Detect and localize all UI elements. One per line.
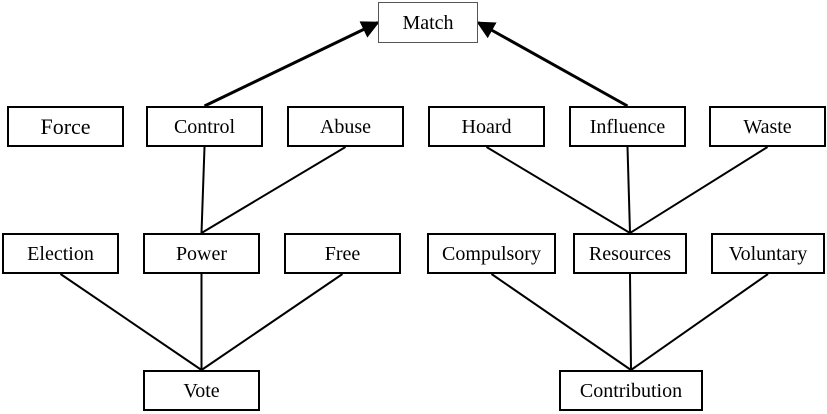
- edge-vote-to-free: [200, 273, 344, 371]
- edge-contribution-to-resources: [629, 273, 632, 371]
- node-waste: Waste: [709, 106, 826, 147]
- node-match: Match: [378, 2, 478, 43]
- node-resources: Resources: [573, 233, 687, 274]
- node-resources-label: Resources: [588, 242, 672, 265]
- node-force-label: Force: [40, 113, 91, 139]
- edge-influence-to-match: [476, 21, 629, 108]
- edge-power-to-abuse: [200, 146, 347, 234]
- node-contribution-label: Contribution: [579, 379, 683, 402]
- node-election-label: Election: [27, 242, 94, 265]
- node-compulsory-label: Compulsory: [442, 242, 541, 265]
- node-election: Election: [2, 233, 119, 274]
- node-voluntary: Voluntary: [711, 233, 825, 274]
- edge-resources-to-hoard: [485, 146, 631, 234]
- node-free: Free: [284, 233, 401, 274]
- node-abuse: Abuse: [287, 106, 404, 147]
- node-power: Power: [143, 233, 260, 274]
- node-power-label: Power: [175, 242, 228, 265]
- node-vote-label: Vote: [183, 379, 220, 402]
- node-waste-label: Waste: [743, 115, 792, 138]
- node-influence: Influence: [569, 106, 686, 147]
- node-control: Control: [146, 106, 263, 147]
- node-abuse-label: Abuse: [319, 115, 372, 138]
- node-vote: Vote: [143, 370, 260, 411]
- edge-contribution-to-voluntary: [630, 273, 769, 371]
- edge-resources-to-waste: [629, 146, 769, 234]
- edge-contribution-to-compulsory: [490, 273, 632, 371]
- node-hoard: Hoard: [428, 106, 545, 147]
- node-compulsory: Compulsory: [427, 233, 556, 274]
- node-influence-label: Influence: [589, 115, 666, 138]
- node-free-label: Free: [324, 242, 361, 265]
- node-control-label: Control: [173, 115, 236, 138]
- node-hoard-label: Hoard: [461, 115, 512, 138]
- node-force: Force: [7, 106, 124, 147]
- edge-control-to-match: [203, 21, 380, 108]
- node-voluntary-label: Voluntary: [728, 242, 808, 265]
- node-match-label: Match: [402, 11, 454, 34]
- edge-power-to-control: [200, 146, 206, 234]
- edge-resources-to-influence: [626, 146, 631, 234]
- edge-vote-to-election: [59, 273, 203, 371]
- node-contribution: Contribution: [559, 370, 703, 411]
